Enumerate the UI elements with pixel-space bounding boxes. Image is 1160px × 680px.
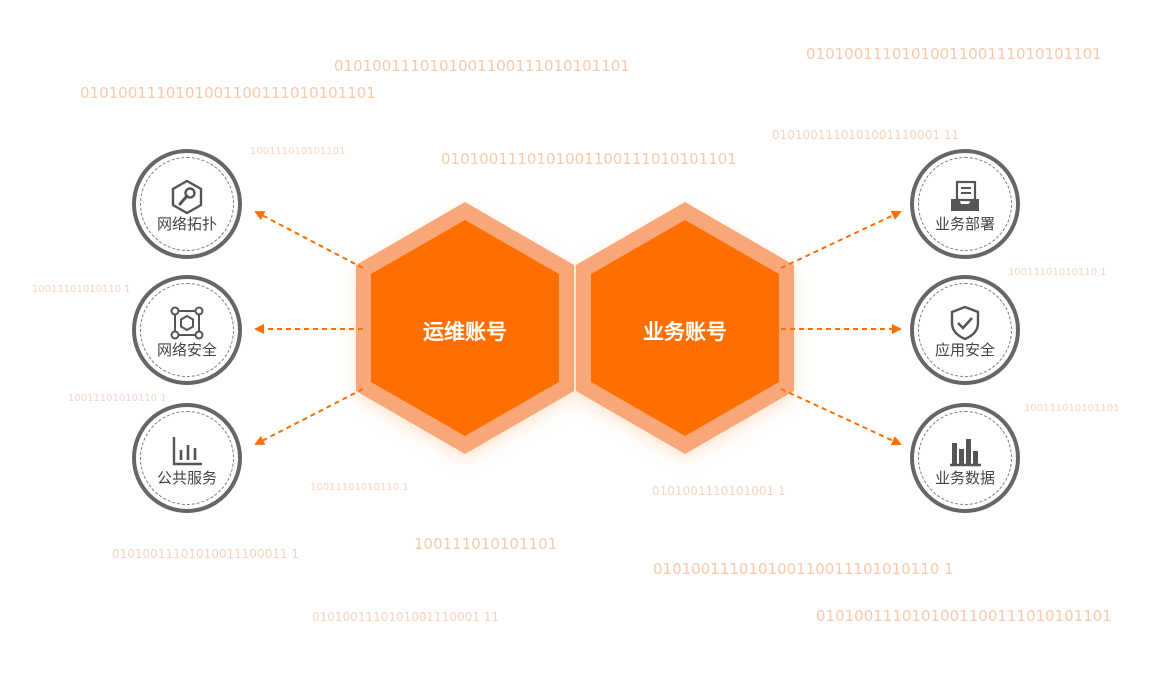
node-label: 业务部署 [934,215,995,233]
binary-text: 10011101010110 1 [32,284,131,295]
node-business-data: 业务数据 [910,403,1020,513]
arrow-to-business-data [780,388,902,446]
binary-text: 0101001110101001100111010101101 [806,45,1102,63]
node-network-security: 网络安全 [132,275,242,385]
binary-text: 01010011101010011100011 1 [112,547,300,561]
binary-text: 0101001110101001100111010101101 [441,150,737,168]
shield-check-icon [950,305,980,341]
binary-text: 100111010101101 [250,146,346,157]
binary-text: 100111010101101 [414,535,558,553]
binary-text: 10011101010110 1 [1008,267,1107,278]
node-label: 应用安全 [934,341,995,359]
node-app-security: 应用安全 [910,275,1020,385]
business-account-hexagon [576,202,794,454]
node-label: 业务数据 [934,469,995,487]
node-label: 网络安全 [156,341,217,359]
ops-account-hexagon [356,202,574,454]
node-network-topology: 网络拓扑 [132,149,242,259]
binary-text: 0101001110101001110001 11 [772,128,960,142]
hex-inner [371,220,559,436]
binary-text: 010100111010100110011101010110 1 [653,560,954,578]
bar-chart-filled-icon [950,439,981,467]
binary-text: 0101001110101001100111010101101 [80,84,376,102]
business-account-label: 业务账号 [643,320,727,344]
binary-text: 100111010101101 [1024,403,1120,414]
hex-inner [591,220,779,436]
bar-chart-icon [172,437,202,466]
binary-text: 0101001110101001100111010101101 [816,607,1112,625]
binary-text: 0101001110101001110001 11 [312,610,500,624]
arrow-to-deployment [780,210,902,269]
node-label: 网络拓扑 [156,215,217,233]
network-nodes-icon [170,306,204,340]
binary-text: 0101001110101001100111010101101 [334,57,630,75]
node-business-deployment: 业务部署 [910,149,1020,259]
wrench-hexagon-icon [171,179,203,215]
arrow-to-topology [254,211,364,269]
binary-text: 10011101010110 1 [310,482,409,493]
binary-text: 10011101010110 1 [68,393,167,404]
node-label: 公共服务 [156,469,217,487]
ops-account-label: 运维账号 [423,320,507,344]
binary-text: 0101001110101001 1 [652,484,786,498]
inbox-document-icon [951,180,979,211]
node-public-service: 公共服务 [132,403,242,513]
arrow-to-public-service [254,388,364,445]
